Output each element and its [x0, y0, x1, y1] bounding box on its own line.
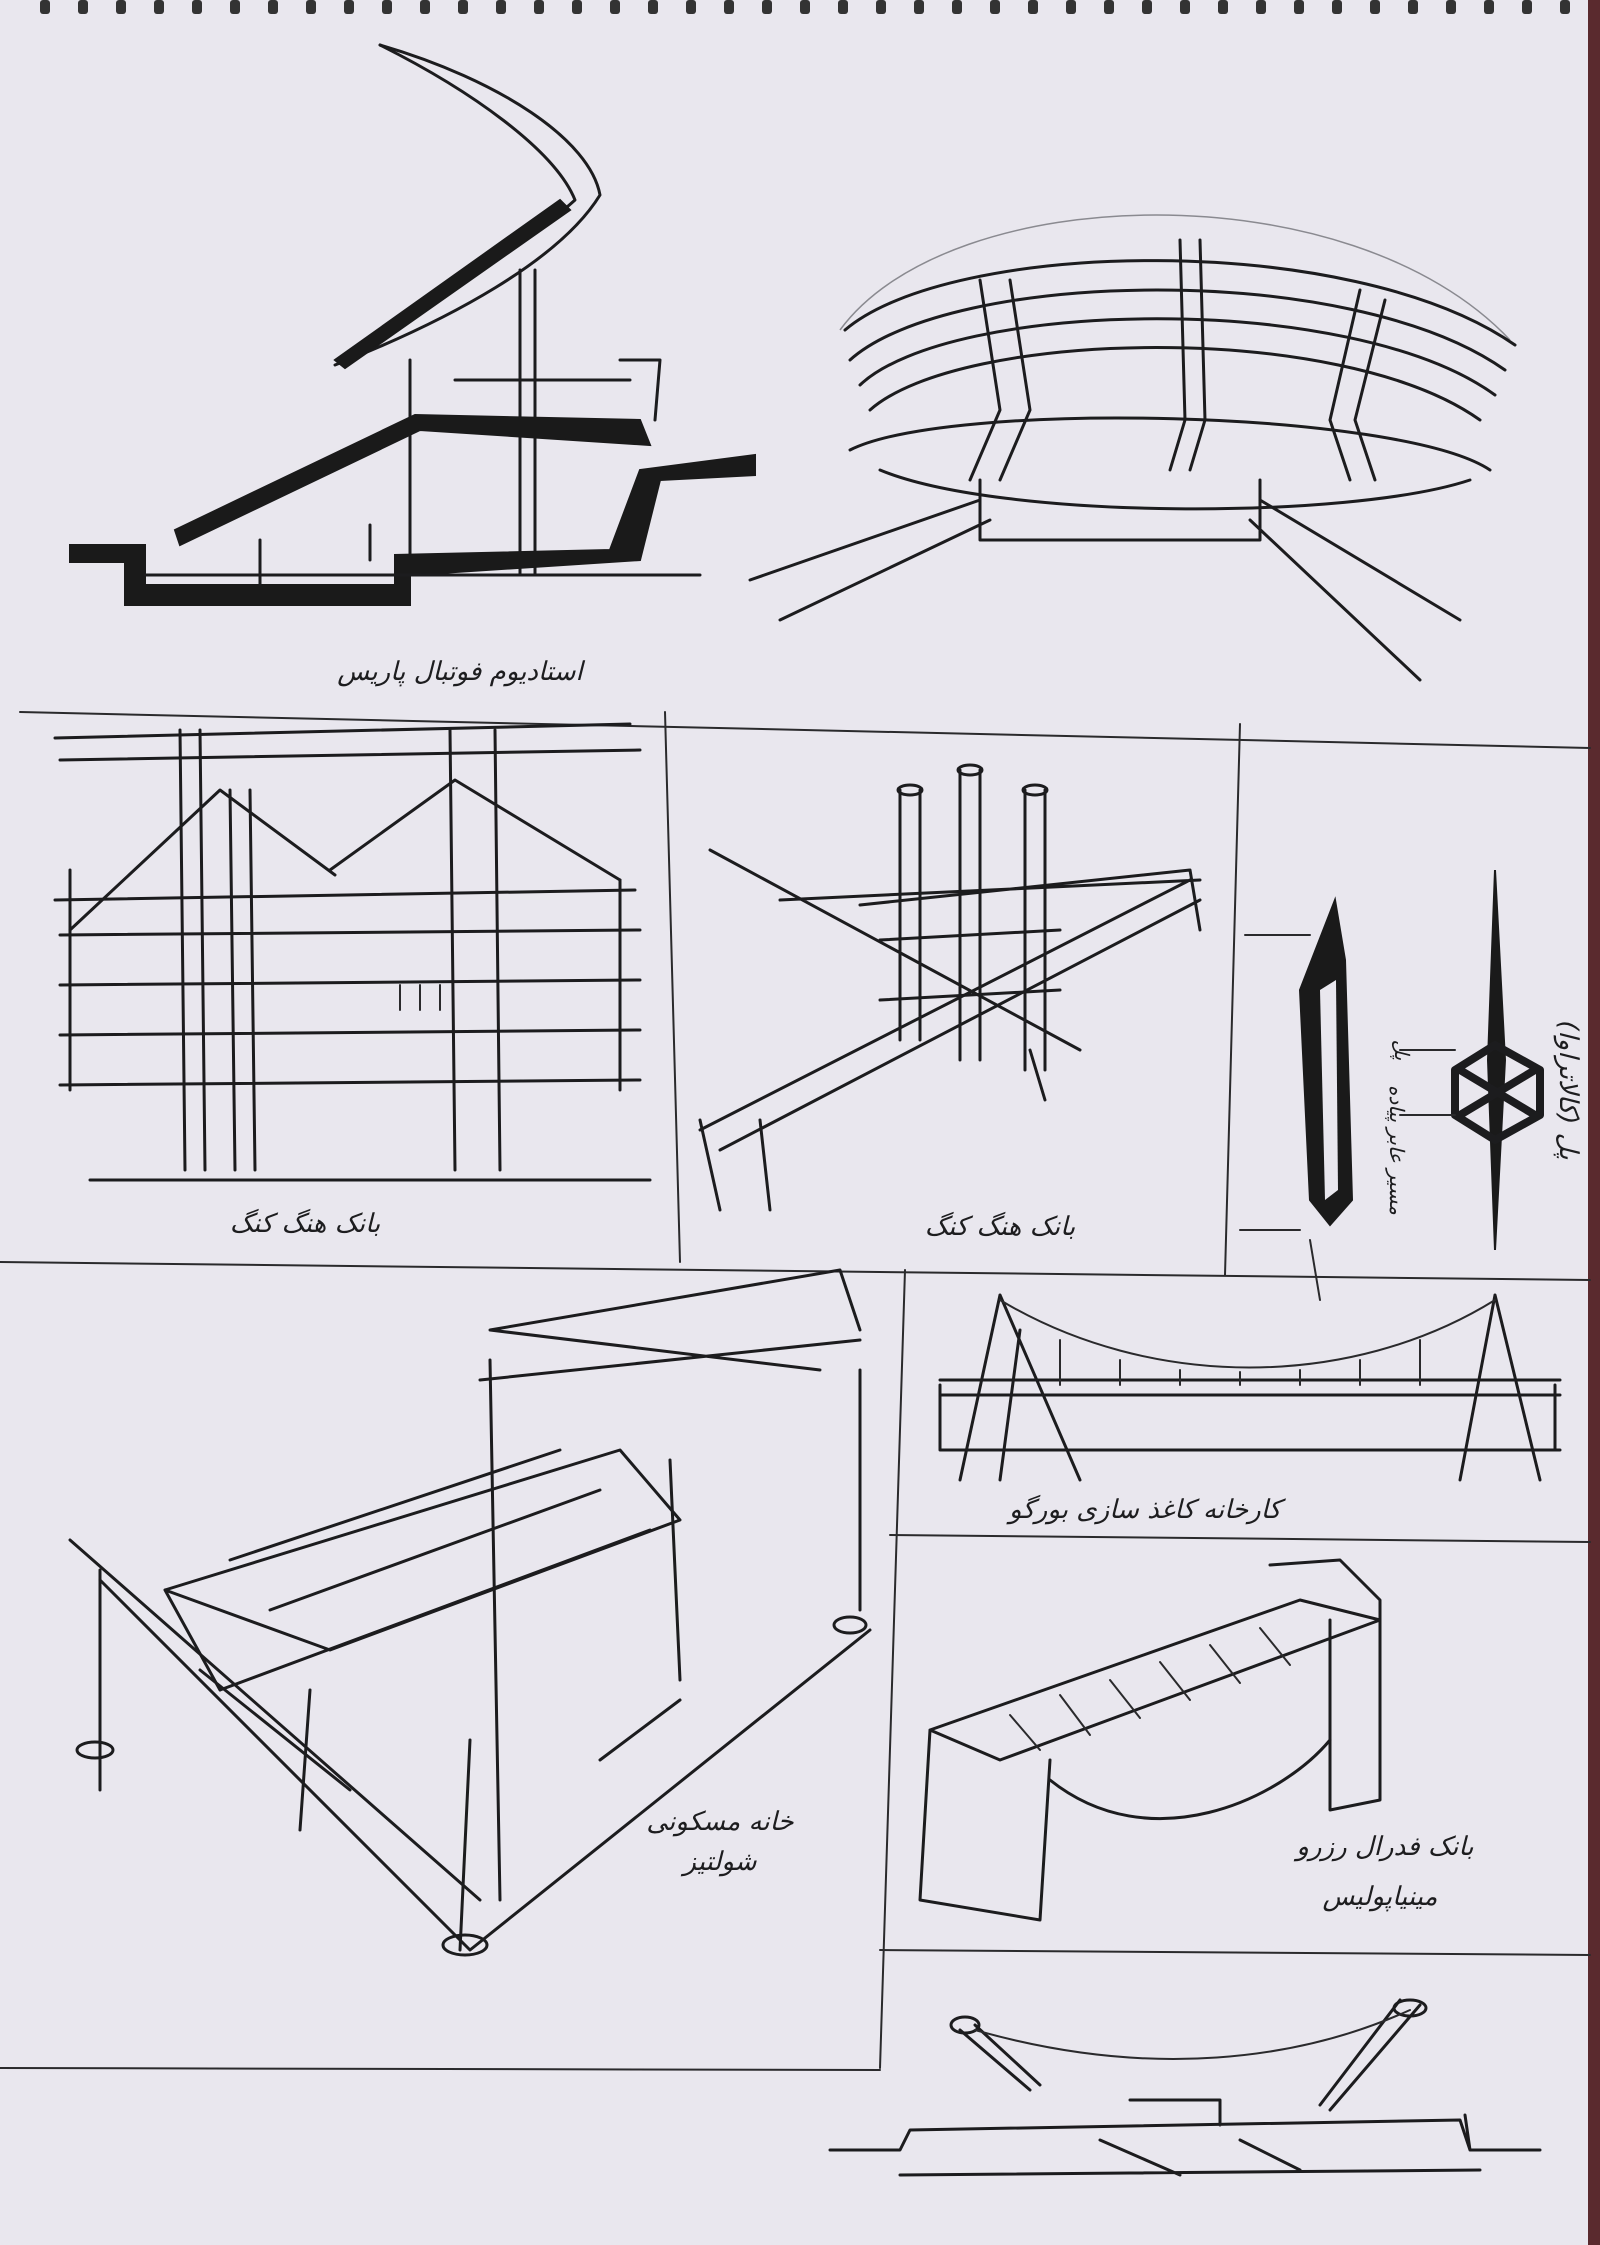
binding-ring — [610, 0, 620, 14]
schultz-house-sketch — [68, 1268, 872, 1957]
binding-ring — [1294, 0, 1304, 14]
binding-ring — [990, 0, 1000, 14]
caption-schultz-house-line1: خانه مسکونی — [646, 1807, 794, 1837]
binding-ring — [838, 0, 848, 14]
caption-burgo-paper-mill: کارخانه کاغذ سازی بورگو — [1006, 1494, 1287, 1525]
binding-ring — [1104, 0, 1114, 14]
binding-ring — [268, 0, 278, 14]
binding-ring — [1446, 0, 1456, 14]
hongkong-bank-structure-sketch — [698, 763, 1202, 1212]
binding-ring — [344, 0, 354, 14]
binding-ring — [648, 0, 658, 14]
label-pedestrian-path: مسیر عابر پیاده — [1385, 1085, 1409, 1215]
binding-ring — [1332, 0, 1342, 14]
binding-ring — [420, 0, 430, 14]
bottom-bridge-elevation-sketch — [828, 1998, 1542, 2177]
caption-hongkong-bank-section: بانک هنگ کنگ — [230, 1208, 381, 1239]
binding-ring — [192, 0, 202, 14]
caption-hongkong-bank-structure: بانک هنگ کنگ — [925, 1211, 1076, 1242]
federal-reserve-bank-sketch — [918, 1558, 1382, 1922]
binding-ring — [496, 0, 506, 14]
binding-ring — [78, 0, 88, 14]
binding-ring — [534, 0, 544, 14]
binding-ring — [230, 0, 240, 14]
binding-ring — [762, 0, 772, 14]
binding-ring — [572, 0, 582, 14]
binding-ring — [1218, 0, 1228, 14]
label-bridge: پل — [1390, 1040, 1414, 1061]
binding-ring — [1028, 0, 1038, 14]
caption-schultz-house-line2: شولتیز — [680, 1847, 757, 1877]
burgo-paper-mill-sketch — [938, 1293, 1562, 1482]
binding-ring — [876, 0, 886, 14]
binding-ring — [154, 0, 164, 14]
panel-dividers — [0, 711, 1591, 2071]
binding-ring — [306, 0, 316, 14]
caption-calatrava-bridge: پل (کالاتراوا) — [1553, 1020, 1583, 1159]
caption-federal-reserve-line1: بانک فدرال رزرو — [1293, 1832, 1473, 1862]
binding-ring — [724, 0, 734, 14]
caption-federal-reserve-line2: مینیاپولیس — [1323, 1882, 1438, 1912]
binding-ring — [686, 0, 696, 14]
binding-ring — [914, 0, 924, 14]
hongkong-bank-section-sketch — [53, 722, 652, 1182]
binding-ring — [116, 0, 126, 14]
binding-ring — [1256, 0, 1266, 14]
paris-stadium-perspective-sketch — [748, 214, 1517, 682]
binding-ring — [1408, 0, 1418, 14]
binding-ring — [1560, 0, 1570, 14]
binding-ring — [1066, 0, 1076, 14]
caption-paris-stadium: استادیوم فوتبال پاریس — [337, 657, 585, 687]
calatrava-bridge-detail-sketch — [1239, 869, 1544, 1301]
binding-ring — [952, 0, 962, 14]
binding-ring — [40, 0, 50, 14]
binding-ring — [1142, 0, 1152, 14]
paris-stadium-section-sketch — [69, 43, 756, 606]
spiral-binding: /* placeholder */ — [40, 0, 1570, 14]
binding-ring — [800, 0, 810, 14]
binding-ring — [1484, 0, 1494, 14]
binding-ring — [1370, 0, 1380, 14]
binding-ring — [1522, 0, 1532, 14]
binding-ring — [1180, 0, 1190, 14]
binding-ring — [458, 0, 468, 14]
binding-ring — [382, 0, 392, 14]
